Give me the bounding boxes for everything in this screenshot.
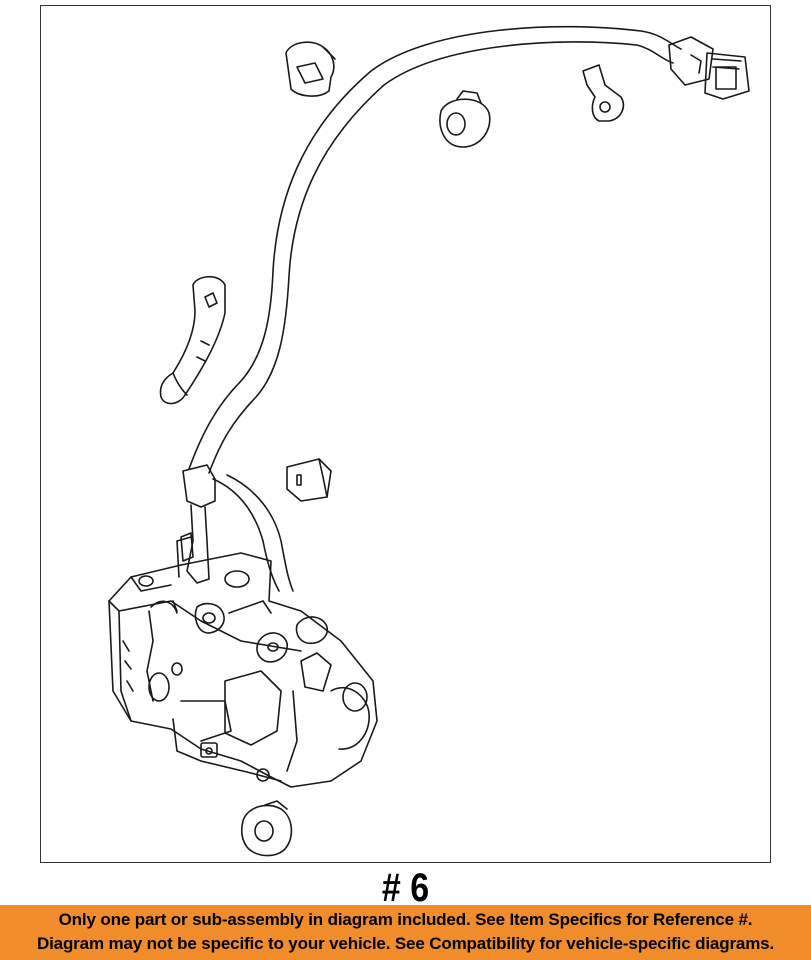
disclaimer-line-2: Diagram may not be specific to your vehi… <box>36 934 775 953</box>
parts-diagram <box>41 6 772 864</box>
compressor-connector <box>177 465 215 583</box>
harness-connector <box>669 37 749 99</box>
harness-clip <box>286 42 335 96</box>
cable-clip <box>287 459 331 501</box>
diagram-frame <box>40 5 771 863</box>
grommet-clip <box>440 91 490 147</box>
harness-bracket <box>161 277 226 404</box>
ac-compressor <box>109 533 377 787</box>
item-number-label: # 6 <box>381 866 430 910</box>
ground-terminal <box>583 65 623 121</box>
wiring-harness <box>189 27 681 591</box>
bottom-grommet <box>242 801 292 856</box>
disclaimer-banner: Only one part or sub-assembly in diagram… <box>0 905 811 960</box>
disclaimer-line-1: Only one part or sub-assembly in diagram… <box>58 910 753 929</box>
